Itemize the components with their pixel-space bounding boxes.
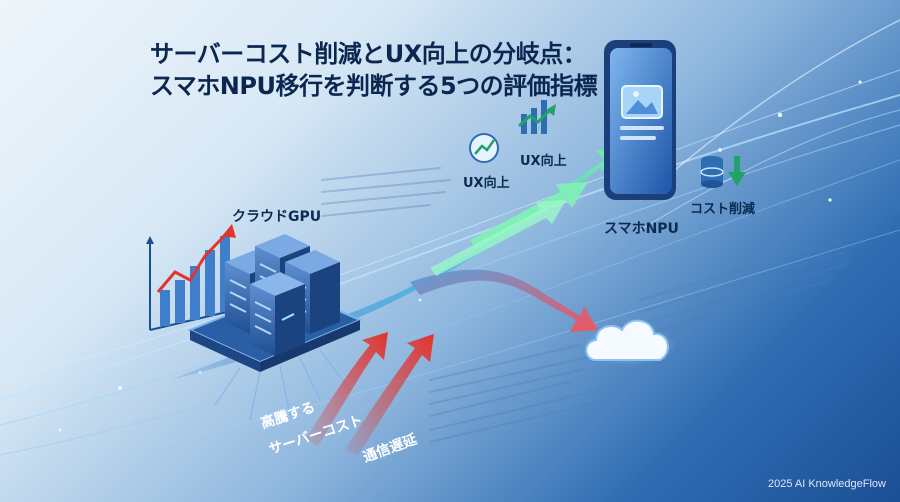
image-icon [621,85,663,119]
ux-trend-icon-circle [469,133,499,163]
page-title: サーバーコスト削減とUX向上の分岐点： スマホNPU移行を判断する5つの評価指標 [150,38,598,102]
road-to-cloud [410,269,598,332]
database-icon [700,156,724,188]
rising-chart-icon [146,224,236,331]
label-cost-reduction: コスト削減 [690,202,756,217]
label-smartphone-npu: スマホNPU [604,221,679,237]
label-ux-up-top: UX向上 [520,154,567,169]
smartphone-icon [604,40,676,200]
green-arrow-lower [430,200,566,276]
ux-trend-icon-green [517,100,556,134]
title-line-2: スマホNPU移行を判断する5つの評価指標 [150,72,598,100]
server-rack-icon [187,234,363,421]
label-cloud-gpu: クラウドGPU [232,209,322,225]
credit-text: 2025 AI KnowledgeFlow [767,478,886,490]
cloud-icon [584,319,676,365]
title-line-1: サーバーコスト削減とUX向上の分岐点： [150,40,587,68]
up-arrow-icon [305,332,434,455]
label-ux-up-mid: UX向上 [463,176,510,191]
background-text-blocks [321,167,849,443]
down-arrow-icon [728,156,746,186]
